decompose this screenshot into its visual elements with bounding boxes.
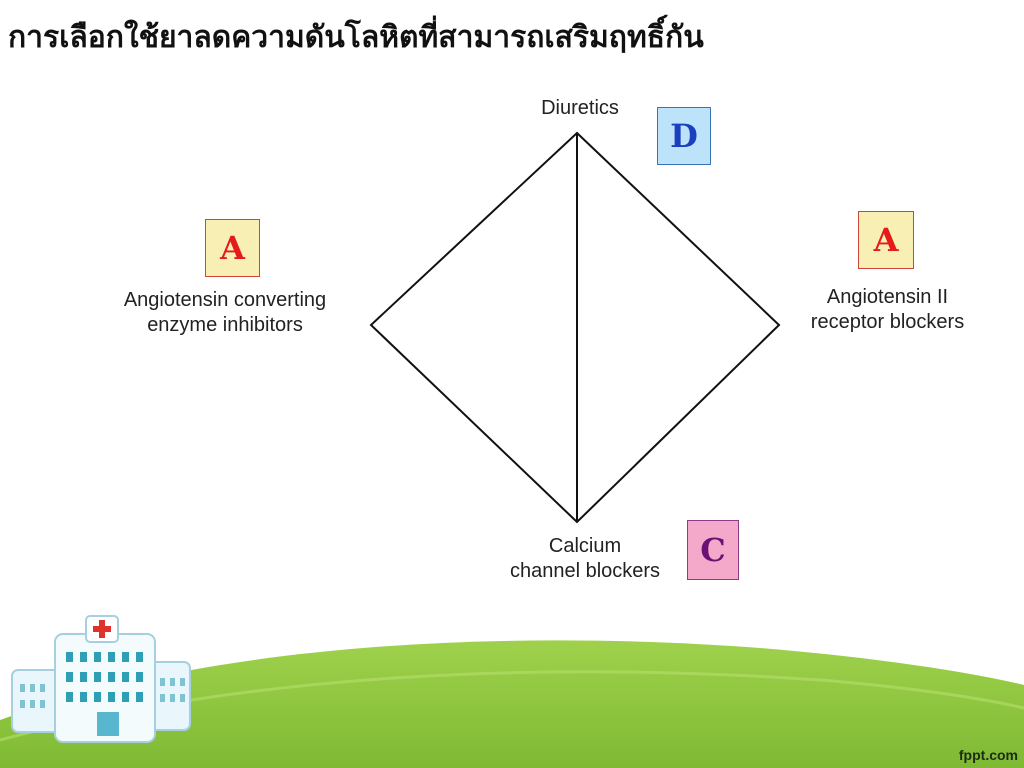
node-label-arbs: Angiotensin II receptor blockers (810, 286, 965, 333)
diamond-outline (369, 131, 781, 524)
green-hill (0, 640, 1024, 768)
node-label-diuretics: Diuretics (541, 97, 619, 119)
badge-diuretics: D (657, 107, 711, 165)
hospital-building-icon (11, 615, 191, 743)
slide-title: การเลือกใช้ยาลดความดันโลหิตที่สามารถเสริ… (8, 20, 704, 55)
badge-ace-inhibitors: A (205, 219, 260, 277)
badge-calcium-channel-blockers: C (687, 520, 739, 580)
node-label-calcium-channel-blockers: Calcium channel blockers (509, 535, 661, 582)
footer-background (0, 615, 1024, 768)
brand-watermark: fppt.com (958, 747, 1018, 763)
badge-arbs: A (858, 211, 914, 269)
node-label-ace-inhibitors: Angiotensin converting enzyme inhibitors (123, 289, 327, 336)
